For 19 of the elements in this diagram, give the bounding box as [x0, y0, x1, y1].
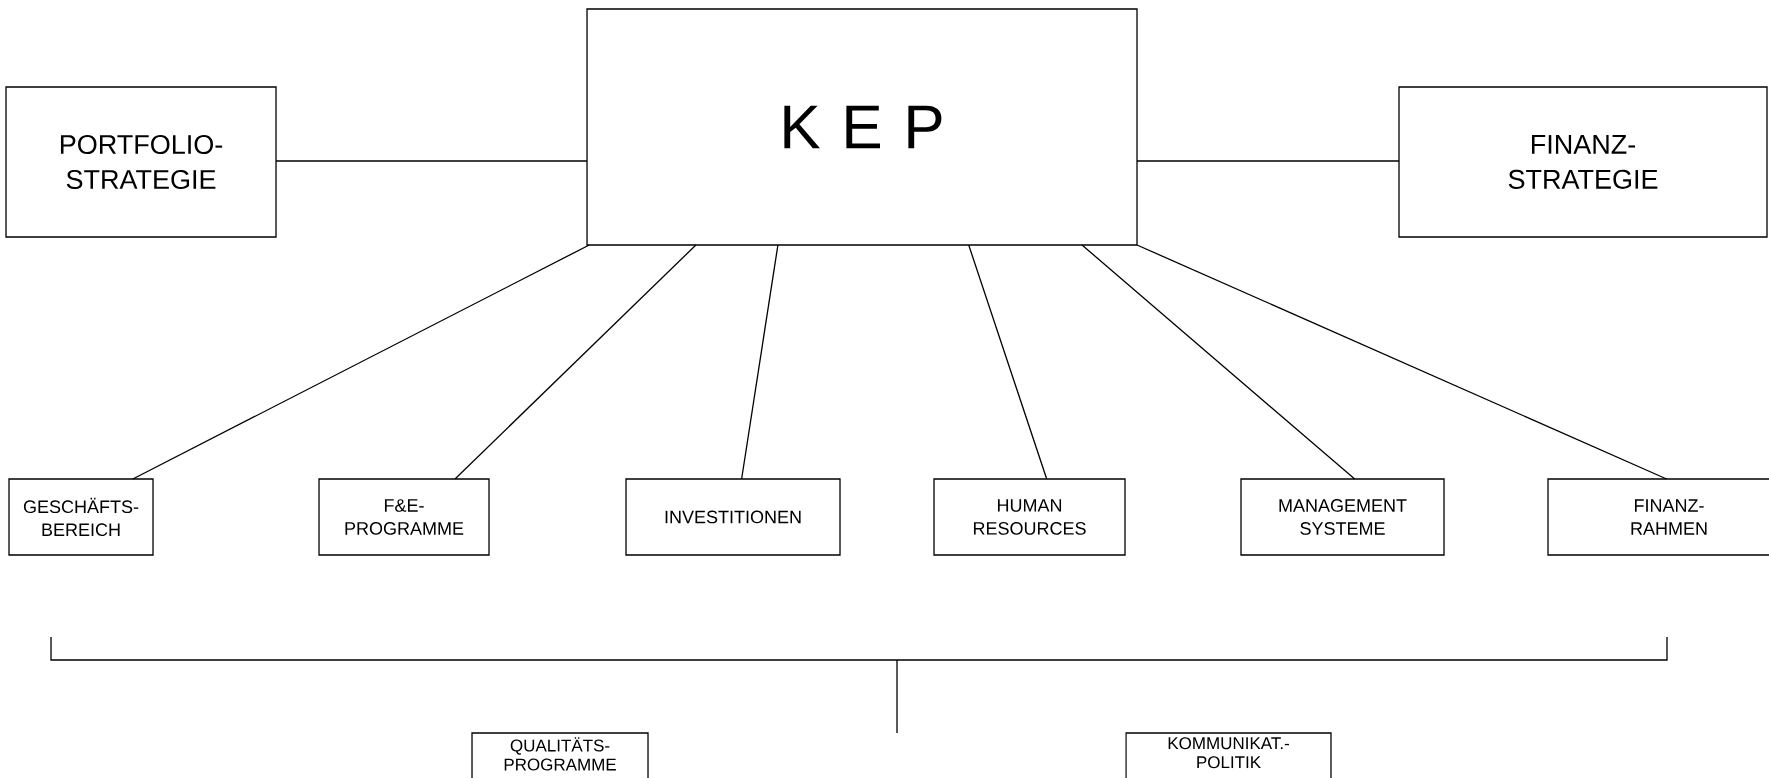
strategy-box: QUALITÄTS- PROGRAMME	[471, 732, 649, 778]
strategy-box: GESCHÄFTS- BEREICH	[8, 478, 154, 556]
connector-line	[454, 244, 697, 480]
connector-line	[275, 160, 588, 162]
connector-line	[1136, 160, 1400, 162]
connector-line	[740, 244, 779, 480]
strategy-box: FINANZ- RAHMEN	[1547, 478, 1769, 556]
strategy-box: INVESTITIONEN	[625, 478, 841, 556]
strategy-box: PORTFOLIO- STRATEGIE	[5, 86, 277, 238]
connector-line	[1081, 244, 1356, 480]
strategy-box: MANAGEMENT SYSTEME	[1240, 478, 1445, 556]
strategy-box: F&E- PROGRAMME	[318, 478, 490, 556]
connector-line	[1136, 244, 1668, 480]
strategy-box: FINANZ- STRATEGIE	[1398, 86, 1768, 238]
connector-line	[968, 244, 1048, 480]
central-box: K E P	[586, 8, 1138, 246]
strategy-box: HUMAN RESOURCES	[933, 478, 1126, 556]
strategy-box: KOMMUNIKAT.- POLITIK	[1125, 732, 1332, 778]
connector-line	[132, 244, 590, 480]
